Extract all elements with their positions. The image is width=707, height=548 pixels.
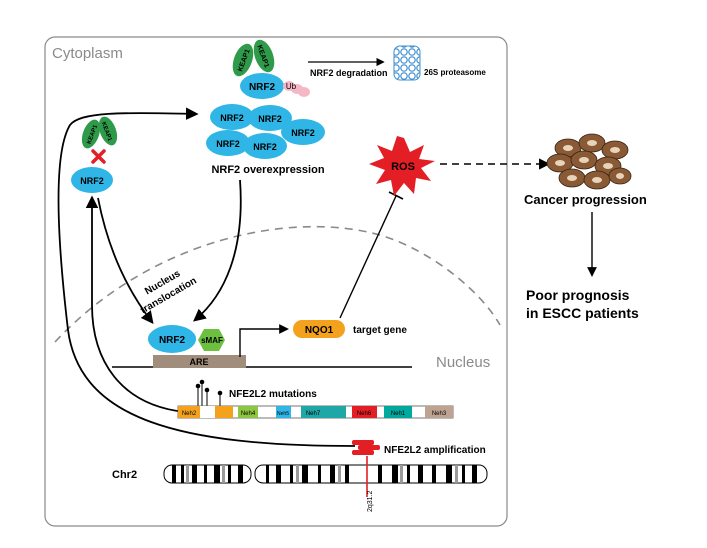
inhibition-bar (388, 191, 404, 200)
nucleus-label: Nucleus (436, 354, 490, 371)
nrf2-domain-bar: Neh2 Neh4 Neh5 Neh7 Neh6 Neh1 Neh3 (177, 405, 454, 419)
ros-label: ROS (391, 161, 415, 173)
nfe2l2-amplification-label: NFE2L2 amplification (384, 445, 486, 456)
proteasome-label: 26S proteasome (424, 68, 486, 77)
block-x-icon (91, 149, 106, 164)
nrf2-nuclear-label: NRF2 (159, 335, 186, 346)
mutation-lollipops (195, 379, 223, 406)
cancer-cell-cluster-icon (546, 133, 632, 190)
nrf2-label: NRF2 (258, 114, 282, 124)
nqo1-label: NQO1 (305, 325, 334, 336)
domain-neh6: Neh6 (357, 411, 372, 417)
nrf2-label: NRF2 (253, 142, 277, 152)
nrf2-label: NRF2 (80, 176, 104, 186)
nqo1-shape (293, 320, 345, 338)
domain-neh3: Neh3 (432, 411, 447, 417)
nrf2-nuclear-shape (148, 325, 196, 353)
band-2q31-label: 2q31.2 (367, 490, 374, 512)
are-label: ARE (189, 357, 208, 367)
chr2-label: Chr2 (112, 469, 137, 481)
amplification-icon (352, 440, 380, 455)
domain-neh4: Neh4 (241, 411, 256, 417)
domain-neh7: Neh7 (306, 411, 321, 417)
cytoplasm-label: Cytoplasm (52, 45, 123, 62)
nrf2-label: NRF2 (249, 82, 276, 93)
escc-patients-label: in ESCC patients (526, 305, 639, 321)
translocation-arrow-right (193, 179, 242, 322)
domain-neh1: Neh1 (391, 411, 406, 417)
proteasome-icon (393, 45, 421, 81)
nrf2-degradation-label: NRF2 degradation (310, 68, 388, 78)
keap1-shape (232, 43, 254, 77)
chromosome-ideogram (163, 464, 488, 484)
poor-prognosis-label: Poor prognosis (526, 287, 630, 303)
nrf2-overexpression-cluster: NRF2 NRF2 NRF2 NRF2 NRF2 (206, 104, 325, 159)
domain-neh2: Neh2 (182, 411, 197, 417)
domain-neh5: Neh5 (277, 411, 289, 417)
nrf2-overexpression-label: NRF2 overexpression (211, 164, 324, 176)
nrf2-label: NRF2 (291, 128, 315, 138)
nrf2-label: NRF2 (220, 113, 244, 123)
ros-burst-shape (369, 136, 435, 196)
keap1-blocked-complex: KEAP1 KEAP1 NRF2 (71, 116, 118, 193)
smaf-label: sMAF (201, 336, 223, 345)
target-gene-label: target gene (353, 325, 407, 336)
nfe2l2-mutations-label: NFE2L2 mutations (229, 389, 317, 400)
translocation-arrow-left (97, 197, 154, 324)
nrf2-label: NRF2 (216, 139, 240, 149)
nqo1-inhibits-ros (339, 195, 397, 319)
mutations-to-nrf2-arrow (85, 195, 186, 413)
smaf-shape (198, 329, 225, 351)
amplification-to-overexpression-arrow (57, 107, 356, 447)
cancer-progression-label: Cancer progression (524, 192, 647, 207)
are-box (153, 355, 246, 368)
ub-label: Ub (286, 82, 297, 91)
nrf2-shape (240, 73, 284, 99)
transcription-arrow (239, 324, 289, 357)
keap1-nrf2-ub-complex: KEAP1 KEAP1 NRF2 Ub (232, 39, 310, 99)
ubiquitin-shape (298, 87, 310, 97)
keap1-shape (253, 39, 275, 73)
nuclear-membrane (54, 225, 501, 343)
